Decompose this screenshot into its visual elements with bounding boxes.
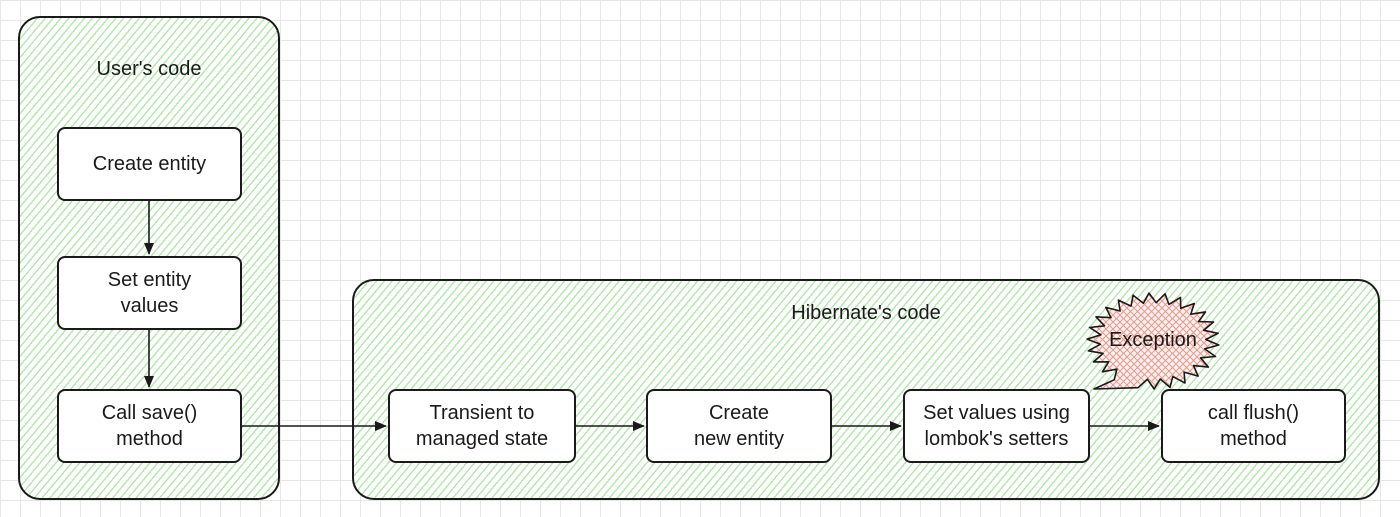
set-entity-values-step: Set entity values	[57, 256, 242, 330]
set-values-lombok-step: Set values using lombok's setters	[903, 389, 1090, 463]
transient-to-managed-step: Transient to managed state	[388, 389, 576, 463]
user-code-title: User's code	[96, 58, 202, 80]
hibernate-code-title: Hibernate's code	[791, 302, 941, 324]
exception-burst-shape	[1086, 292, 1220, 390]
create-new-entity-step: Create new entity	[646, 389, 832, 463]
call-flush-step: call flush() method	[1161, 389, 1346, 463]
exception-label: Exception	[1109, 329, 1197, 351]
call-save-step: Call save() method	[57, 389, 242, 463]
create-entity-step: Create entity	[57, 127, 242, 201]
